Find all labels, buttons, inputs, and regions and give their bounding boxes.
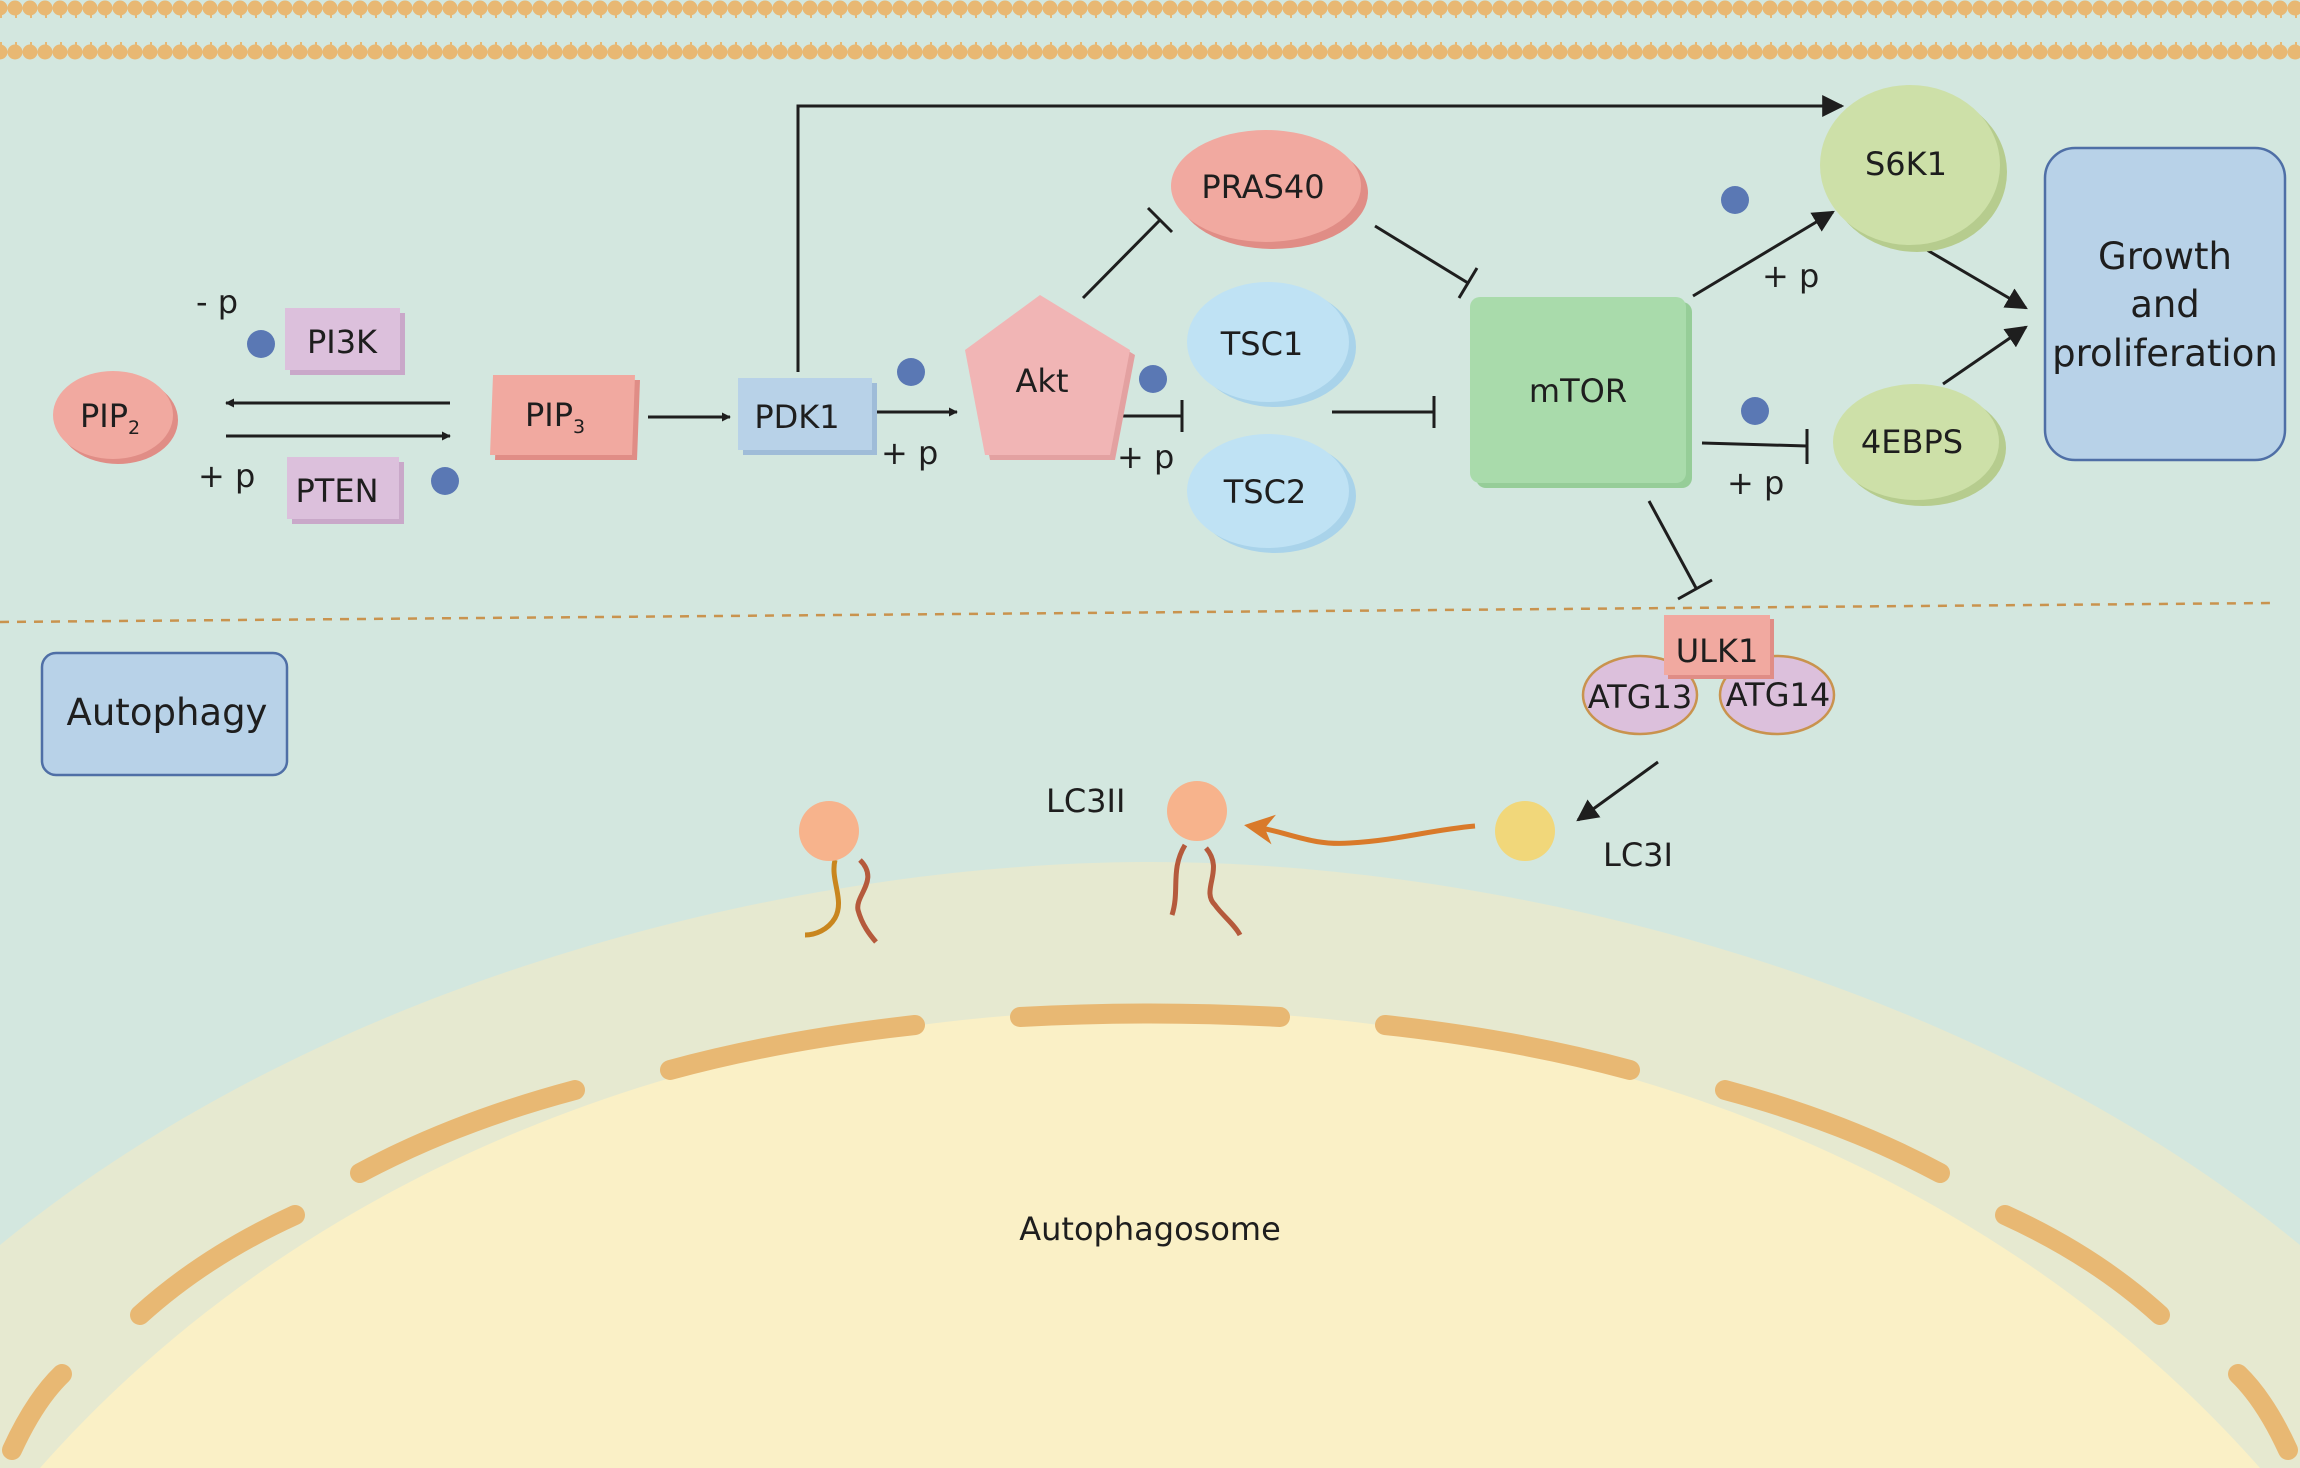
- pten-label: PTEN: [296, 472, 379, 510]
- arrow-pdk1-to-s6k1: [796, 95, 1845, 372]
- node-akt: Akt: [965, 295, 1135, 460]
- cell-membrane: [0, 0, 2300, 60]
- 4ebps-label: 4EBPS: [1861, 423, 1963, 461]
- arrow-lc3i-to-lc3ii: [1244, 814, 1476, 846]
- atg14-label: ATG14: [1726, 676, 1830, 714]
- pras40-label: PRAS40: [1201, 168, 1324, 206]
- plus-p-label-akt: + p: [1117, 438, 1174, 476]
- node-pdk1: PDK1: [738, 378, 877, 455]
- phosphate-circle-akt: [1139, 365, 1167, 393]
- s6k1-label: S6K1: [1865, 145, 1947, 183]
- plus-p-label-s6k1: + p: [1762, 257, 1819, 295]
- node-4ebps: 4EBPS: [1833, 384, 2006, 506]
- tsc2-label: TSC2: [1223, 473, 1307, 511]
- arrow-s6k1-to-growth: [1926, 248, 2028, 310]
- lc3ii-lipid-anchored: [799, 801, 878, 944]
- node-pip3: PIP 3: [490, 375, 640, 460]
- node-pras40: PRAS40: [1171, 130, 1368, 249]
- pi3k-label: PI3K: [307, 323, 378, 361]
- autophagosome-inner-region: [40, 1010, 2260, 1468]
- inhibit-mtor-ulk1: [1647, 500, 1698, 589]
- node-lc3ii: LC3II: [1046, 781, 1243, 937]
- node-pi3k: PI3K: [285, 308, 405, 375]
- tsc1-label: TSC1: [1220, 325, 1304, 363]
- pip2-subscript: 2: [128, 417, 140, 439]
- arrow-4ebps-to-growth: [1942, 325, 2028, 386]
- node-pten: PTEN: [287, 457, 404, 524]
- growth-label-line2: and: [2130, 283, 2200, 326]
- arrow-mtor-to-s6k1: [1692, 210, 1835, 298]
- phosphate-circle-s6k1: [1721, 186, 1749, 214]
- plus-p-label-pdk1: + p: [881, 434, 938, 472]
- phosphate-circle-4ebps: [1741, 397, 1769, 425]
- growth-label-line1: Growth: [2098, 235, 2232, 278]
- node-autophagy: Autophagy: [40, 651, 289, 777]
- arrow-ulk1-to-lc3i: [1576, 760, 1659, 822]
- atg13-label: ATG13: [1588, 678, 1692, 716]
- pip3-subscript: 3: [573, 416, 585, 438]
- minus-p-label: - p: [196, 283, 238, 321]
- node-mtor: mTOR: [1470, 297, 1692, 488]
- phosphate-groups: [247, 186, 1769, 495]
- node-tsc1: TSC1: [1187, 282, 1356, 407]
- pip2-label: PIP: [80, 397, 128, 435]
- plus-p-label-pten: + p: [198, 457, 255, 495]
- node-growth-and-proliferation: Growth and proliferation: [2043, 146, 2287, 462]
- node-s6k1: S6K1: [1820, 85, 2007, 252]
- mtor-label: mTOR: [1529, 372, 1627, 410]
- pip3-label: PIP: [525, 396, 573, 434]
- autophagosome-membrane-segments: [2, 1003, 2298, 1460]
- lc3i-label: LC3I: [1603, 836, 1673, 874]
- node-lc3i: LC3I: [1495, 801, 1673, 874]
- inhibit-pras40-mtor: [1374, 224, 1469, 285]
- autophagy-label: Autophagy: [67, 691, 268, 734]
- autophagosome-label: Autophagosome: [1019, 1210, 1281, 1248]
- inhibit-mtor-4ebps: [1701, 441, 1808, 448]
- dashed-divider: [0, 601, 2276, 624]
- ulk1-label: ULK1: [1676, 632, 1759, 670]
- phosphate-circle-pdk1: [897, 358, 925, 386]
- node-tsc2: TSC2: [1187, 434, 1356, 553]
- lc3ii-label: LC3II: [1046, 782, 1125, 820]
- inhibit-akt-pras40: [1081, 218, 1162, 300]
- growth-label-line3: proliferation: [2052, 332, 2278, 375]
- akt-label: Akt: [1016, 362, 1069, 400]
- phosphate-circle-pi3k: [247, 330, 275, 358]
- phosphate-circle-pten: [431, 467, 459, 495]
- pdk1-label: PDK1: [754, 398, 839, 436]
- ulk1-complex: ATG13 ATG14 ULK1: [1581, 615, 1836, 736]
- node-pip2: PIP 2: [53, 371, 178, 464]
- plus-p-label-4ebps: + p: [1727, 464, 1784, 502]
